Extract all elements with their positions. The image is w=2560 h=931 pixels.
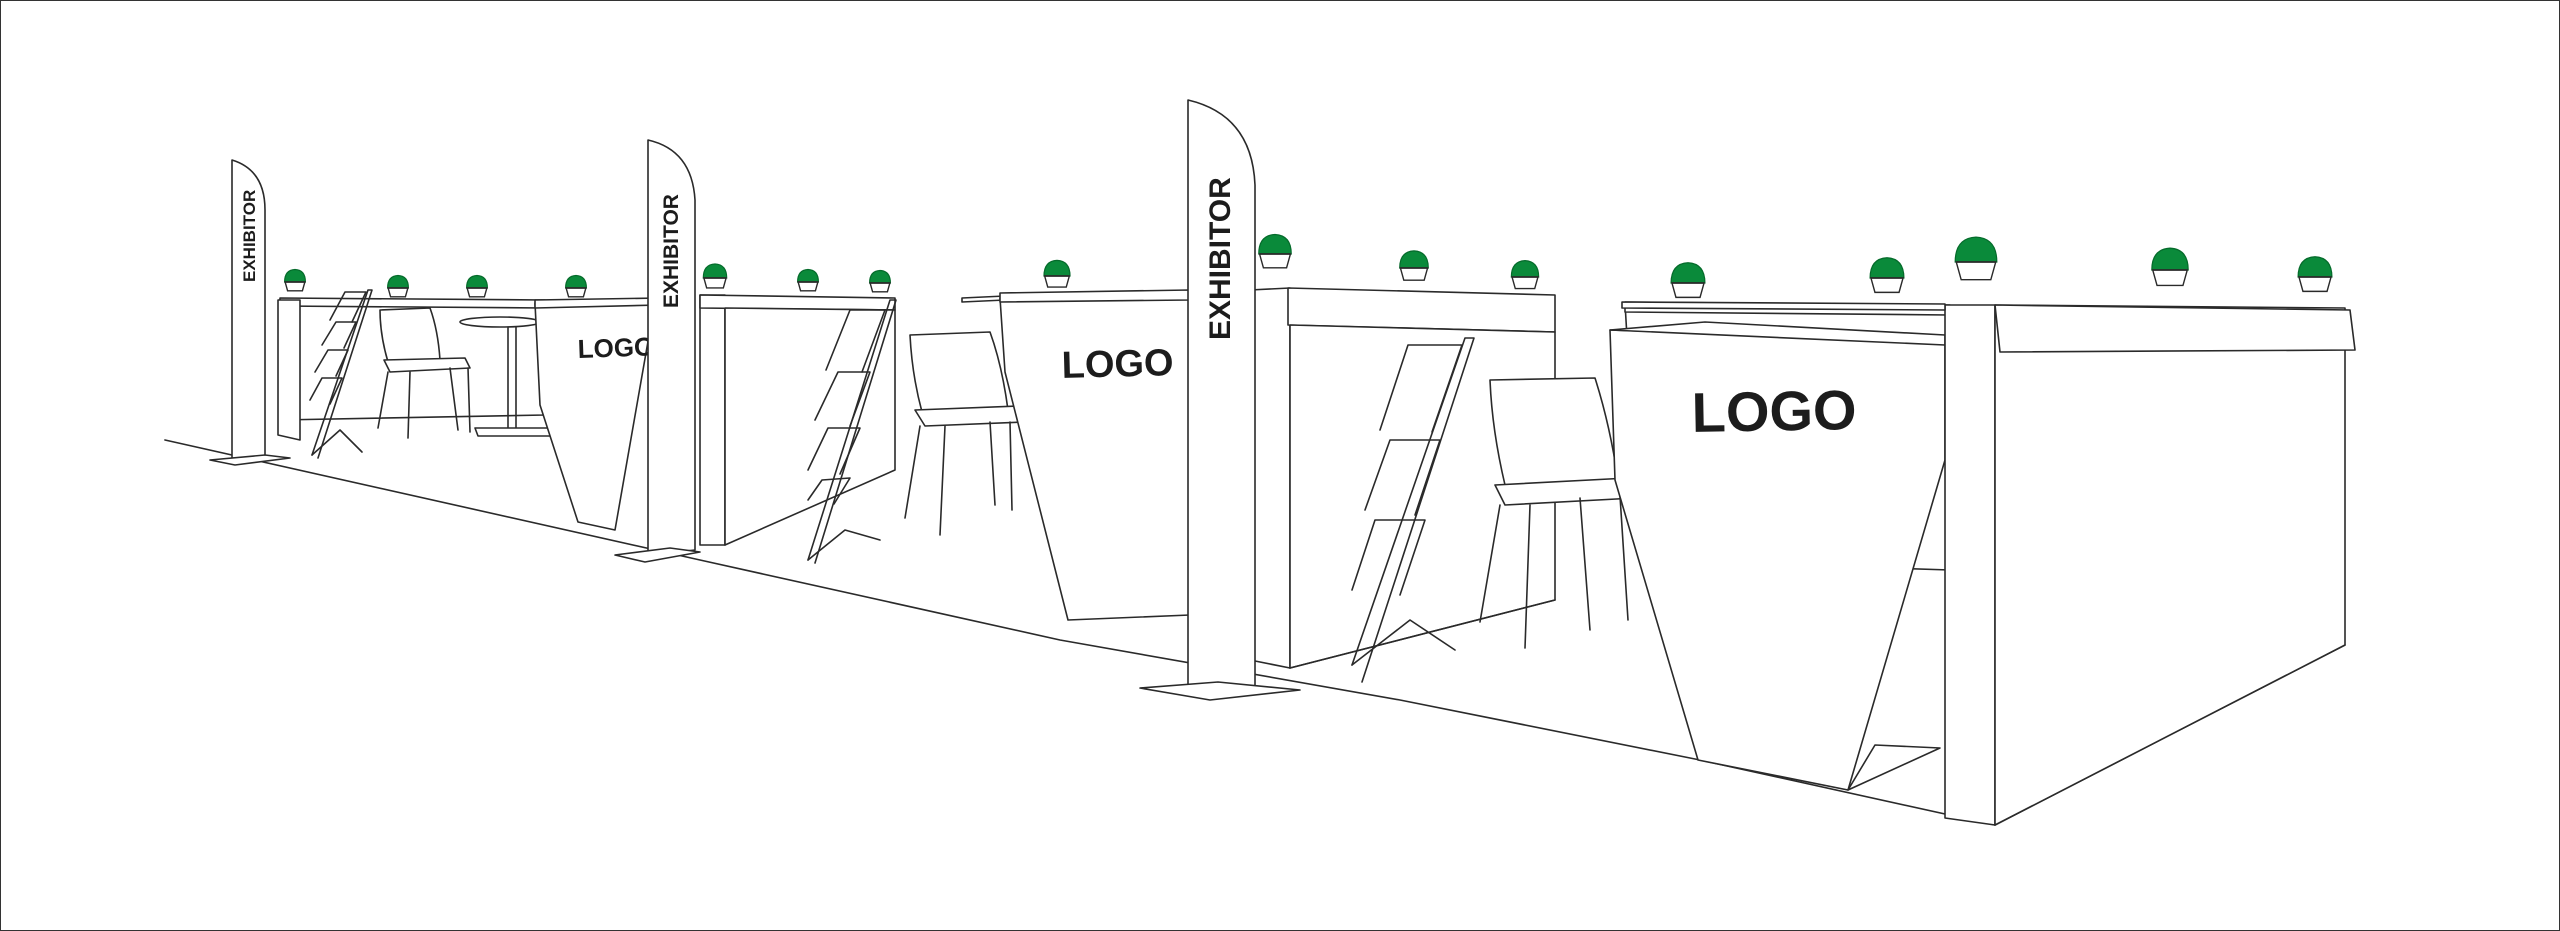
banner-text-3: EXHIBITOR: [1204, 177, 1237, 340]
potted-plant-icon: [2151, 247, 2189, 287]
potted-plant-icon: [283, 268, 307, 292]
logo-text-2: LOGO: [1061, 342, 1174, 387]
brochure-rack-icon: [309, 289, 373, 459]
banner-1: EXHIBITOR: [209, 159, 291, 466]
potted-plant-icon: [1954, 236, 1998, 281]
potted-plant-icon: [702, 263, 728, 289]
logo-text-3: LOGO: [1691, 378, 1857, 444]
potted-plant-icon: [386, 274, 410, 298]
potted-plant-icon: [868, 269, 892, 293]
chair-icon: [1479, 377, 1636, 649]
potted-plant-icon: [2297, 256, 2333, 293]
potted-plant-icon: [1399, 250, 1429, 281]
logo-text-1: LOGO: [577, 331, 655, 364]
booth-3: LOGO: [1249, 287, 2356, 826]
plants: [283, 233, 2333, 299]
booth-2: LOGO: [699, 289, 1191, 621]
potted-plant-icon: [1869, 257, 1905, 294]
potted-plant-icon: [1510, 260, 1540, 290]
brochure-rack-icon: [807, 299, 897, 564]
round-table-icon: [459, 316, 553, 437]
potted-plant-icon: [796, 268, 820, 292]
banner-3: EXHIBITOR: [1139, 99, 1301, 701]
banner-text-1: EXHIBITOR: [240, 190, 259, 282]
chair-icon: [904, 331, 1026, 536]
potted-plant-icon: [1043, 259, 1071, 288]
potted-plant-icon: [465, 274, 489, 298]
banner-2: EXHIBITOR: [614, 139, 701, 563]
booth-1: LOGO: [277, 289, 661, 531]
potted-plant-icon: [1258, 233, 1292, 269]
potted-plant-icon: [1670, 262, 1706, 299]
banner-text-2: EXHIBITOR: [660, 194, 683, 308]
chair-icon: [377, 307, 471, 439]
brochure-rack-icon: [1351, 337, 1475, 683]
potted-plant-icon: [564, 274, 588, 298]
